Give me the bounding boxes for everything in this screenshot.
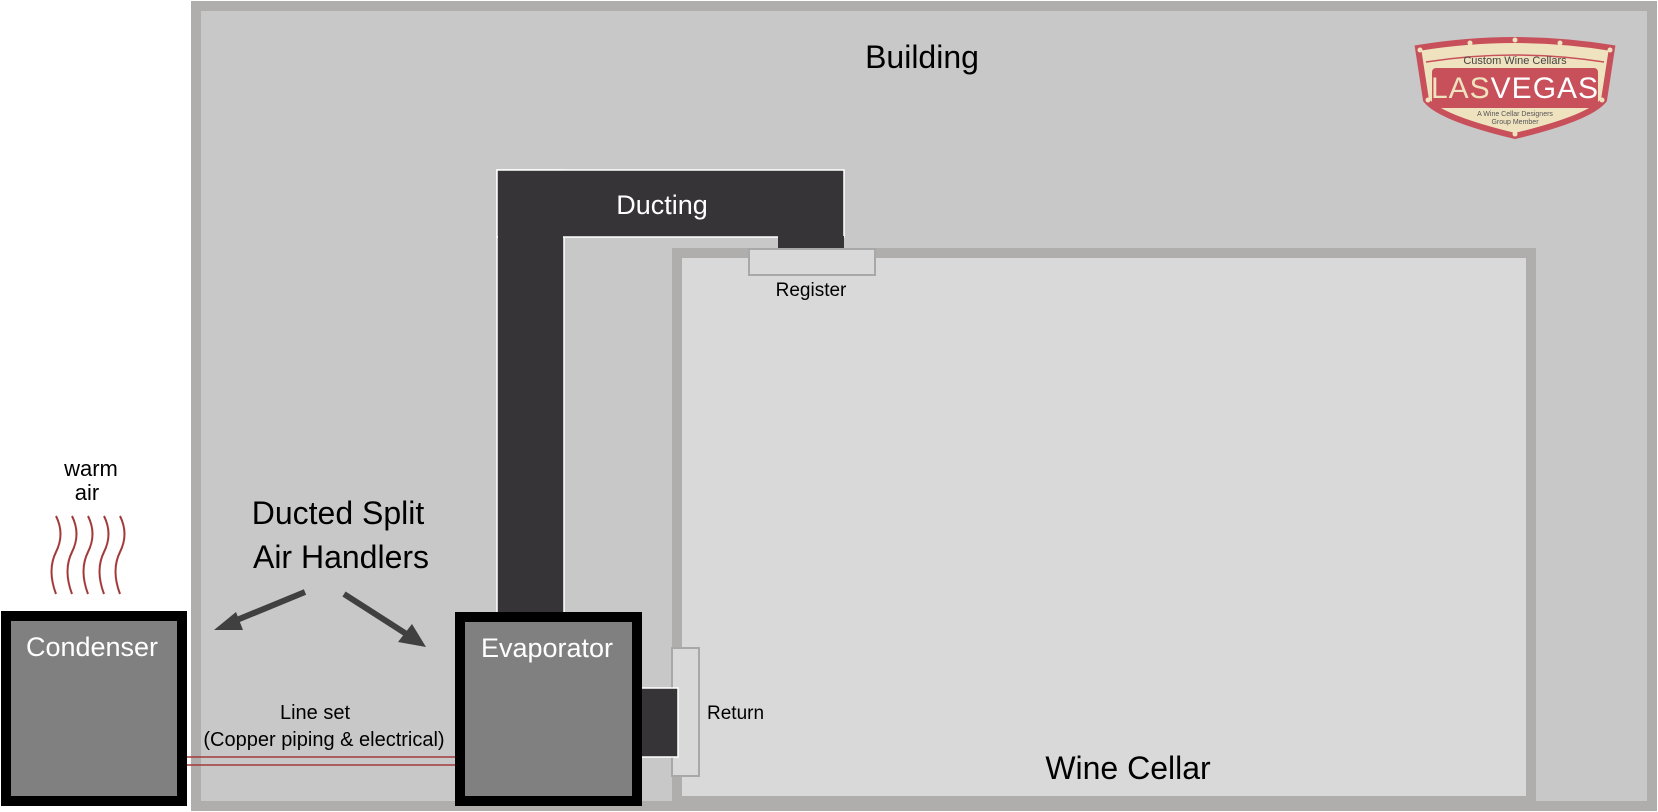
condenser-unit (1, 611, 187, 806)
wine-cellar-area (672, 248, 1536, 806)
logo-sub-text-1: A Wine Cellar Designers (1477, 111, 1553, 118)
register-grille (748, 248, 876, 276)
logo-top-text: Custom Wine Cellars (1463, 55, 1567, 67)
ducting (496, 169, 845, 621)
logo-sub-text-2: Group Member (1491, 119, 1539, 126)
building-label: Building (865, 39, 979, 75)
line-set (187, 756, 455, 766)
wine-cellar-label: Wine Cellar (1045, 750, 1211, 786)
warm-air-waves-icon (50, 515, 126, 595)
evaporator-label: Evaporator (481, 633, 613, 663)
las-vegas-logo: Custom Wine Cellars LASVEGAS A Wine Cell… (1414, 37, 1616, 140)
line-set-label-2: (Copper piping & electrical) (203, 729, 444, 751)
air-handlers-label-1: Ducted Split (252, 495, 425, 531)
line-set-label-1: Line set (280, 702, 350, 724)
ducting-label: Ducting (616, 190, 708, 220)
condenser-label: Condenser (26, 632, 158, 662)
arrow-right-icon (342, 591, 426, 647)
logo-main-text-a: LAS (1431, 72, 1491, 105)
evaporator-unit (455, 612, 642, 806)
logo-main-text: LASVEGAS (1431, 72, 1599, 105)
air-handlers-label-2: Air Handlers (253, 539, 429, 575)
logo-main-text-b: VEGAS (1491, 72, 1599, 105)
register-label: Register (776, 280, 847, 301)
warm-air-label-1: warm (63, 456, 118, 481)
warm-air-label-2: air (75, 480, 99, 505)
arrow-left-icon (214, 589, 307, 630)
duct-vertical (496, 169, 565, 621)
return-label: Return (707, 703, 764, 724)
duct-horizontal (496, 169, 845, 238)
duct-joint-cover (498, 236, 563, 239)
